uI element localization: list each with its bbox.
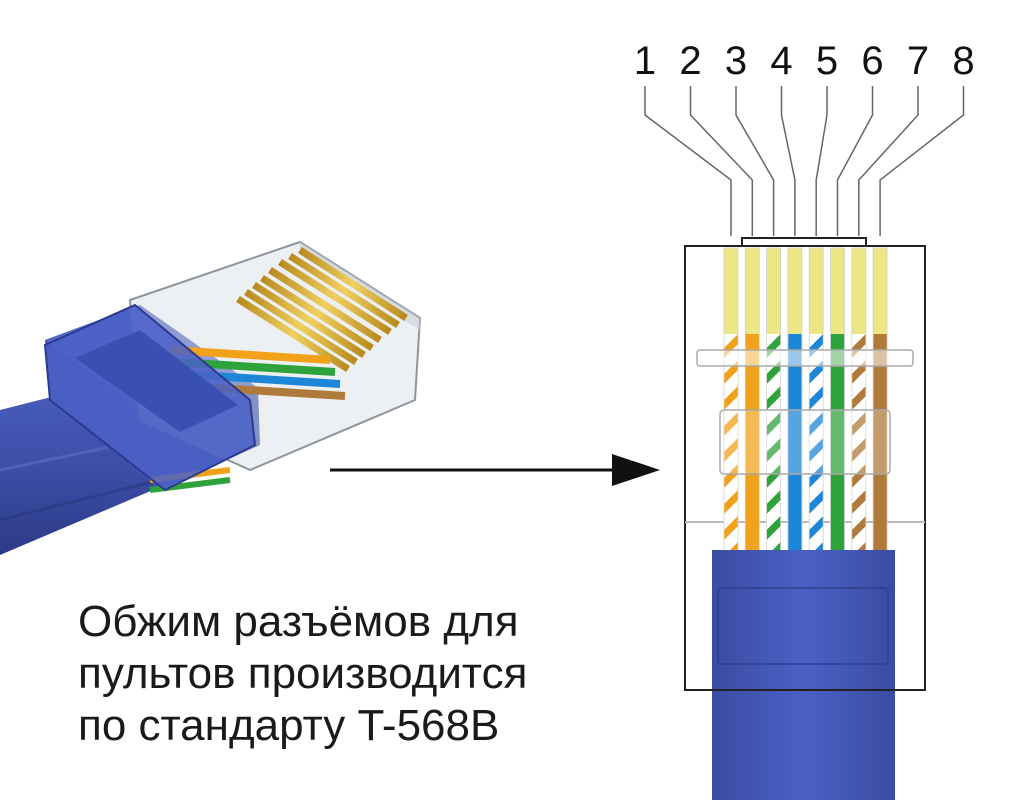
leader-line-4	[780, 86, 796, 236]
wire-pin-7	[851, 247, 867, 566]
wire-pin-3	[766, 247, 781, 566]
retainer-bar	[696, 349, 914, 367]
pin-label-3: 3	[725, 39, 747, 83]
leader-line-5	[815, 86, 828, 236]
leader-line-7	[858, 86, 919, 236]
pointer-arrow	[330, 454, 660, 486]
wire-set	[723, 247, 888, 566]
contact-6	[830, 248, 845, 334]
pin-label-4: 4	[770, 39, 792, 83]
pin-label-8: 8	[952, 39, 974, 83]
wire-pin-4	[787, 247, 803, 553]
wire-pin-8	[872, 247, 888, 553]
caption-line-1: Обжим разъёмов для	[78, 597, 519, 646]
wire-pin-6	[830, 247, 845, 553]
cable-jacket	[712, 550, 895, 800]
contact-8	[873, 248, 888, 334]
leader-line-8	[879, 86, 965, 236]
leader-line-2	[689, 86, 754, 236]
pin-leader-lines	[644, 86, 965, 236]
contact-1	[724, 248, 738, 334]
rj45-plug-3d-illustration	[0, 240, 422, 555]
caption-line-2: пультов производится	[78, 649, 528, 698]
wire-pin-2	[744, 247, 760, 553]
leader-line-3	[735, 86, 775, 236]
leader-line-1	[644, 86, 732, 236]
leader-line-6	[836, 86, 874, 236]
pin-label-7: 7	[907, 39, 929, 83]
pin-label-1: 1	[634, 39, 656, 83]
caption-line-3: по стандарту T-568B	[78, 701, 500, 750]
contact-2	[745, 248, 760, 334]
pin-label-6: 6	[861, 39, 883, 83]
wire-pin-1	[723, 247, 739, 566]
contact-5	[809, 248, 824, 334]
standard-caption: Обжим разъёмов для пультов производится …	[78, 596, 638, 752]
contact-7	[851, 248, 866, 334]
pin-label-5: 5	[816, 39, 838, 83]
contact-4	[787, 248, 802, 334]
contact-3	[766, 248, 781, 334]
pin-label-2: 2	[679, 39, 701, 83]
wire-pin-5	[808, 247, 824, 566]
strain-relief-frame	[719, 409, 891, 475]
